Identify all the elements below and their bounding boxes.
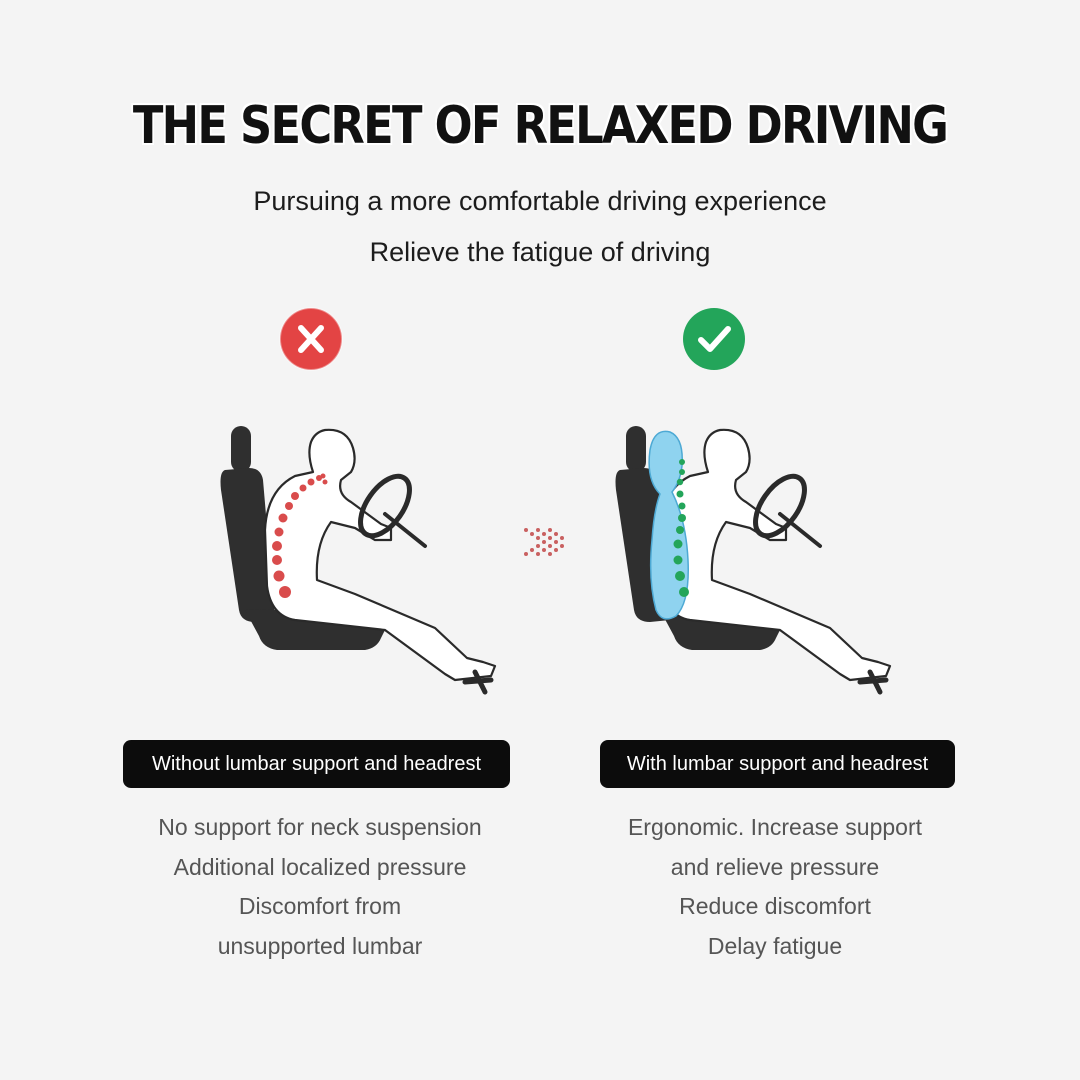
without-support-points: No support for neck suspension Additiona… (120, 808, 520, 966)
with-support-label: With lumbar support and headrest (600, 740, 955, 788)
subtitle-2: Relieve the fatigue of driving (369, 237, 711, 267)
double-chevron-right-icon (524, 528, 564, 556)
without-support-label: Without lumbar support and headrest (123, 740, 510, 788)
list-item: and relieve pressure (670, 853, 880, 880)
driver-without-support-illustration (220, 426, 497, 695)
page-title: THE SECRET OF RELAXED DRIVING (132, 96, 949, 156)
subtitle-1: Pursuing a more comfortable driving expe… (253, 186, 827, 216)
x-mark-icon (279, 307, 343, 371)
list-item: Delay fatigue (707, 932, 843, 959)
list-item: unsupported lumbar (217, 932, 423, 959)
check-mark-icon (682, 307, 746, 371)
list-item: Additional localized pressure (173, 853, 467, 880)
list-item: Ergonomic. Increase support (627, 814, 923, 840)
with-support-points: Ergonomic. Increase support and relieve … (575, 808, 975, 966)
driver-with-support-illustration (615, 426, 892, 695)
list-item: No support for neck suspension (158, 814, 482, 840)
list-item: Discomfort from (238, 893, 402, 919)
list-item: Reduce discomfort (679, 893, 871, 919)
